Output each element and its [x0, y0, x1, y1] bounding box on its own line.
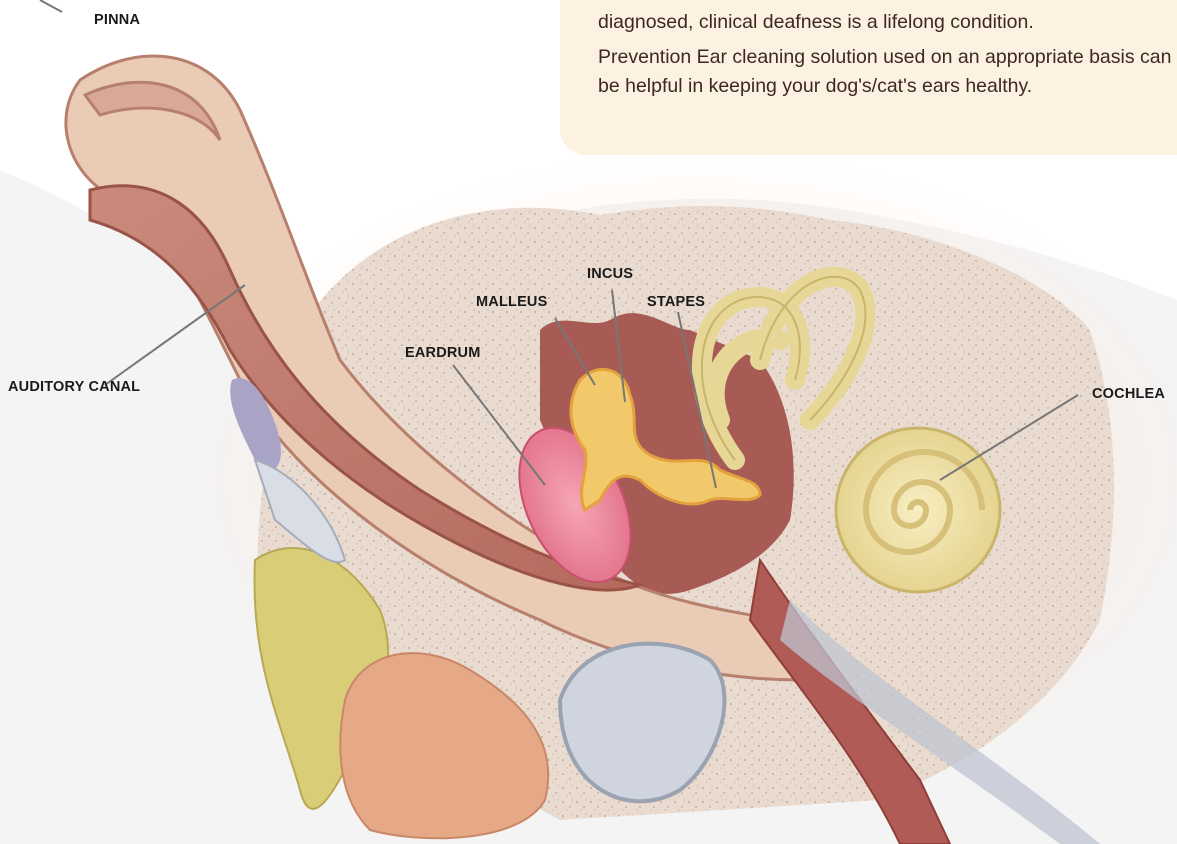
label-malleus: MALLEUS: [476, 294, 547, 310]
label-eardrum: EARDRUM: [405, 345, 481, 361]
label-cochlea: COCHLEA: [1092, 386, 1165, 402]
label-pinna: PINNA: [94, 12, 140, 28]
label-stapes: STAPES: [647, 294, 705, 310]
label-incus: INCUS: [587, 266, 633, 282]
label-auditory-canal: AUDITORY CANAL: [8, 379, 140, 395]
